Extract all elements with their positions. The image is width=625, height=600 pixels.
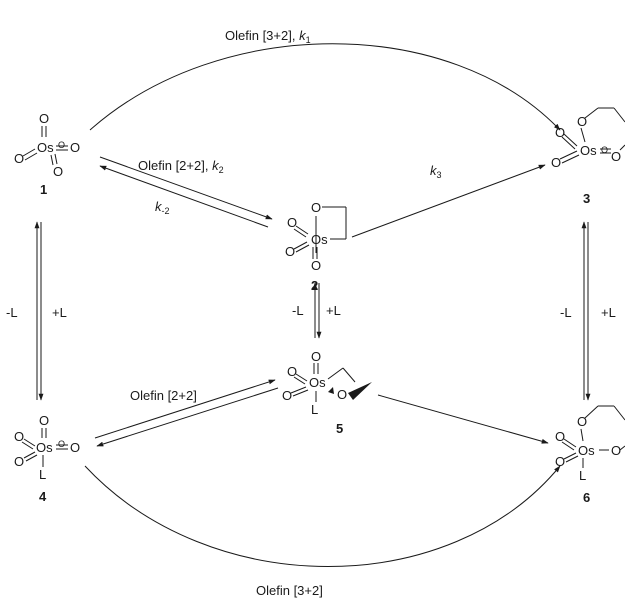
atom-o: O — [601, 145, 608, 155]
compound-2-structure: O Os O O O — [285, 200, 347, 273]
label-plus-l-mid: +L — [326, 303, 341, 318]
atom-o: O — [70, 440, 80, 455]
arrow-5-to-4-reverse — [96, 387, 279, 447]
atom-o: O — [14, 454, 24, 469]
atom-o: O — [70, 140, 80, 155]
atom-o: O — [287, 364, 297, 379]
atom-os: Os — [36, 440, 53, 455]
compound-5-structure: O Os O O O L — [282, 349, 372, 417]
label-minus-l-right: -L — [560, 305, 572, 320]
label-k3: k3 — [430, 163, 442, 180]
label-olefin-22-k2: Olefin [2+2], k2 — [138, 158, 224, 175]
atom-o: O — [611, 443, 621, 458]
compound-1-structure: O Os O O O O — [14, 111, 80, 179]
atom-o: O — [551, 155, 561, 170]
atom-o: O — [577, 114, 587, 129]
compound-4-structure: O Os O O O O L — [14, 413, 80, 482]
label-k-minus2: k-2 — [155, 199, 170, 216]
atom-o: O — [555, 125, 565, 140]
label-olefin-32-k1: Olefin [3+2], k1 — [225, 28, 311, 45]
arrow-4-to-5-forward — [94, 379, 276, 439]
compound-number-6: 6 — [583, 490, 590, 505]
atom-o: O — [337, 387, 347, 402]
atom-o: O — [14, 429, 24, 444]
arrow-2-to-3 — [351, 164, 546, 238]
compound-number-5: 5 — [336, 421, 343, 436]
atom-o: O — [555, 454, 565, 469]
atom-o: O — [58, 140, 65, 150]
atom-o: O — [39, 111, 49, 126]
atom-l: L — [39, 467, 46, 482]
arrow-4-to-6-arc — [84, 465, 561, 567]
atom-o: O — [39, 413, 49, 428]
compound-number-4: 4 — [39, 489, 47, 504]
atom-os: Os — [580, 143, 597, 158]
atom-o: O — [53, 164, 63, 179]
atom-o: O — [282, 388, 292, 403]
label-minus-l-left: -L — [6, 305, 18, 320]
atom-o: O — [14, 151, 24, 166]
atom-o: O — [285, 244, 295, 259]
atom-os: Os — [311, 232, 328, 247]
atom-o: O — [577, 414, 587, 429]
compound-number-1: 1 — [40, 182, 47, 197]
atom-os: Os — [578, 443, 595, 458]
atom-os: Os — [309, 375, 326, 390]
arrow-5-to-6 — [377, 394, 549, 444]
atom-l: L — [579, 468, 586, 483]
compound-3-structure: O Os O O O O — [551, 107, 625, 170]
atom-o: O — [311, 200, 321, 215]
compound-6-structure: O Os O O O L — [555, 405, 625, 483]
atom-o: O — [555, 429, 565, 444]
arrow-2-to-1-reverse — [99, 165, 269, 228]
arrow-1-to-2-forward — [99, 156, 273, 220]
atom-o: O — [611, 149, 621, 164]
label-olefin-22-lower: Olefin [2+2] — [130, 388, 197, 403]
atom-o: O — [287, 215, 297, 230]
label-plus-l-left: +L — [52, 305, 67, 320]
label-plus-l-right: +L — [601, 305, 616, 320]
atom-o: O — [311, 258, 321, 273]
label-olefin-32-bottom: Olefin [3+2] — [256, 583, 323, 598]
label-minus-l-mid: -L — [292, 303, 304, 318]
compound-number-3: 3 — [583, 191, 590, 206]
atom-o: O — [58, 439, 65, 449]
atom-l: L — [311, 402, 318, 417]
atom-os: Os — [37, 140, 54, 155]
atom-o: O — [311, 349, 321, 364]
arrow-1-to-3-arc — [89, 43, 561, 131]
